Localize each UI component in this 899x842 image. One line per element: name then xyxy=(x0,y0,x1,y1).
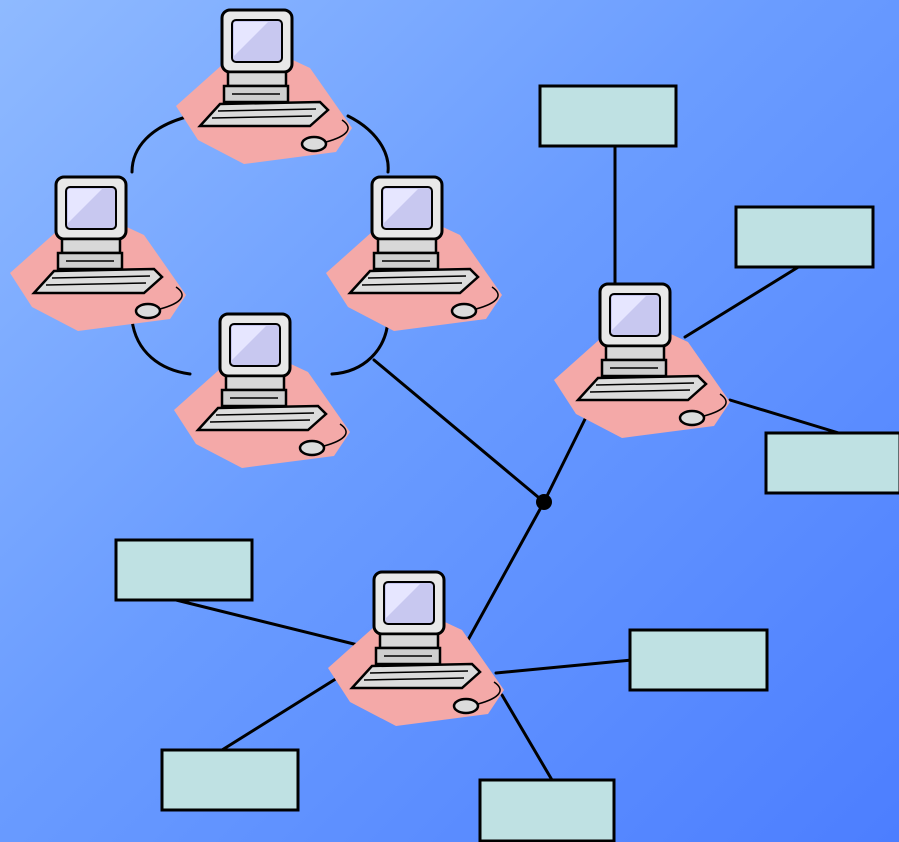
computer-icon[interactable] xyxy=(172,312,352,470)
backbone-links xyxy=(372,358,594,642)
bottom-star-links xyxy=(174,598,634,782)
junction-node xyxy=(536,494,552,510)
computer-icon[interactable] xyxy=(174,8,354,166)
node-box[interactable] xyxy=(628,628,769,692)
node-box[interactable] xyxy=(734,205,875,269)
computer-icon[interactable] xyxy=(324,175,504,333)
computer-icon[interactable] xyxy=(326,570,506,728)
computer-icon[interactable] xyxy=(8,175,188,333)
node-box[interactable] xyxy=(478,778,616,842)
node-box[interactable] xyxy=(114,538,254,602)
ring-links xyxy=(130,114,390,376)
node-box[interactable] xyxy=(764,431,899,495)
right-star-links xyxy=(613,144,844,436)
node-box[interactable] xyxy=(160,748,300,812)
computer-icon[interactable] xyxy=(552,282,732,440)
node-box[interactable] xyxy=(538,84,678,148)
